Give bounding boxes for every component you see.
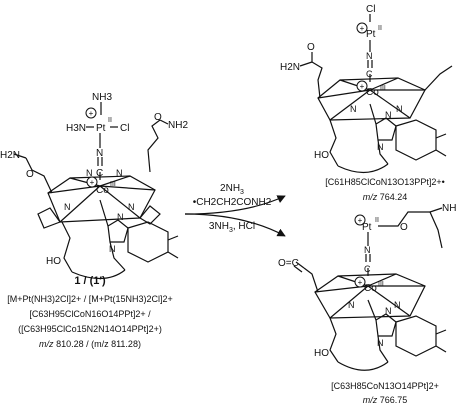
- top-o: O: [307, 42, 315, 53]
- top-h2n: H2N: [280, 62, 300, 73]
- charge-circle-top-pt: [356, 22, 368, 34]
- bottom-pt: Pt: [362, 222, 372, 233]
- reagent-bottom: 3NH3, HCl: [208, 221, 256, 235]
- compound-top-right-mz: m/z 764.24: [362, 192, 408, 202]
- reagent-top-line2: •CH2CH2CONH2: [192, 197, 272, 208]
- left-c-cn: C: [96, 168, 103, 179]
- compound-left-formula-line1: [M+Pt(NH3)2Cl]2+ / [M+Pt(15NH3)2Cl]2+: [7, 294, 173, 304]
- left-n4: N: [116, 168, 123, 178]
- compound-top-right-formula: [C61H85ClCoN13O13PPt]2+•: [325, 177, 445, 187]
- charge-plus-left-co: +: [90, 178, 95, 187]
- bottom-ho: HO: [314, 348, 329, 359]
- charge-circle-left-co: [86, 176, 98, 188]
- left-cl: Cl: [120, 123, 129, 134]
- left-o-left: O: [26, 169, 34, 180]
- top-pt: Pt: [366, 29, 376, 40]
- reaction-arrows: [184, 195, 286, 237]
- bottom-n-bzim2: N: [377, 338, 384, 348]
- top-ho: HO: [314, 150, 329, 161]
- compound-bottom-right-structure: [293, 207, 447, 371]
- top-n-bzim2: N: [377, 142, 384, 152]
- compound-left-label: 1 / (1′): [74, 275, 106, 287]
- charge-plus-top-co: +: [360, 82, 365, 91]
- left-n2: N: [128, 202, 135, 212]
- top-n1: N: [350, 104, 357, 114]
- compound-top-right-structure: [299, 14, 453, 174]
- bottom-oc: O=C: [278, 258, 299, 269]
- reagent-top-line1: 2NH3: [220, 183, 244, 197]
- left-n-bzim1: N: [117, 212, 124, 222]
- bottom-n-cn: N: [364, 245, 371, 255]
- compound-left-mz: m/z 810.28 / (m/z 811.28): [39, 339, 141, 349]
- bottom-co-ox: III: [378, 281, 384, 288]
- arrow-to-bottom-product: [184, 213, 286, 237]
- left-h2n: H2N: [0, 150, 20, 161]
- charge-plus-bottom-pt: +: [358, 216, 363, 225]
- left-n-cn: N: [96, 148, 103, 159]
- top-cl: Cl: [366, 4, 375, 15]
- left-n-bzim2: N: [109, 244, 116, 254]
- compound-left-formula-line2: [C63H95ClCoN16O14PPt]2+ /: [29, 309, 151, 319]
- bottom-n-bzim1: N: [385, 306, 392, 316]
- compound-bottom-right-mz: m/z 766.75: [362, 395, 408, 405]
- charge-plus-bottom-co: +: [358, 278, 363, 287]
- top-n2: N: [396, 104, 403, 114]
- top-co-ox: III: [380, 85, 386, 92]
- left-pt: Pt: [96, 123, 106, 134]
- bottom-nh: NH: [442, 203, 456, 214]
- left-co-ox: III: [110, 181, 116, 188]
- charge-plus-left-pt: +: [89, 109, 94, 118]
- compound-left-structure: [13, 102, 179, 280]
- left-nh3-top: NH3: [92, 92, 112, 103]
- bottom-n2: N: [394, 300, 401, 310]
- charge-plus-top-pt: +: [360, 24, 365, 33]
- compound-bottom-right-formula: [C63H85CoN13O14PPt]2+: [331, 381, 439, 391]
- bottom-co: Co: [364, 283, 377, 294]
- left-n3: N: [86, 168, 93, 178]
- top-c-cn: C: [366, 69, 373, 79]
- left-h3n: H3N: [66, 123, 86, 134]
- left-n1: N: [64, 202, 71, 212]
- left-o-right: O: [154, 112, 162, 123]
- left-pt-ox: II: [108, 117, 112, 124]
- charge-circle-bottom-co: [354, 276, 366, 288]
- bottom-o: O: [400, 222, 408, 233]
- top-n-bzim1: N: [385, 110, 392, 120]
- bottom-pt-ox: II: [375, 217, 379, 224]
- top-n-cn: N: [366, 51, 373, 61]
- compound-left-formula-line3: ([C63H95ClCo15N2N14O14PPt]2+): [18, 324, 162, 334]
- left-co: Co: [96, 185, 109, 196]
- charge-circle-top-co: [356, 80, 368, 92]
- charge-circle-left-pt: [85, 107, 97, 119]
- left-nh2-right: NH2: [168, 120, 188, 131]
- top-pt-ox: II: [378, 25, 382, 32]
- top-co: Co: [366, 87, 379, 98]
- left-ho: HO: [46, 256, 61, 267]
- charge-circle-bottom-pt: [354, 214, 366, 226]
- bottom-n1: N: [348, 300, 355, 310]
- bottom-c-cn: C: [364, 264, 371, 274]
